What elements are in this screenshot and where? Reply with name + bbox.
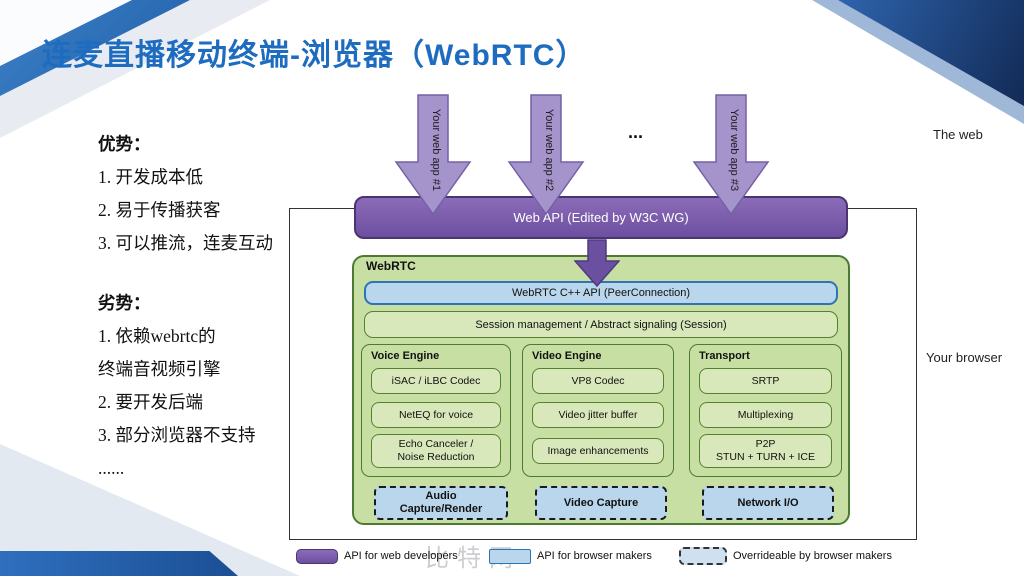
web-app-arrow-1: Your web app #1	[394, 94, 472, 216]
web-app-arrow-label: Your web app #3	[728, 109, 740, 191]
arrow-shape	[692, 94, 770, 216]
legend-label-overrideable: Overrideable by browser makers	[733, 550, 892, 562]
web-api-to-webrtc-arrow	[574, 239, 620, 287]
the-web-label: The web	[933, 127, 983, 142]
disadvantage-item: 3. 部分浏览器不支持	[98, 425, 256, 445]
audio-capture-render-box: Audio Capture/Render	[374, 486, 508, 520]
transport-item: SRTP	[699, 368, 832, 394]
arrow-shape	[507, 94, 585, 216]
legend-label-web-developers: API for web developers	[344, 550, 458, 562]
transport-column: Transport SRTP Multiplexing P2P STUN + T…	[689, 344, 842, 477]
disadvantages-heading: 劣势：	[98, 293, 151, 313]
slide-title: 连麦直播移动终端-浏览器（WebRTC）	[42, 39, 587, 72]
arrow-shape	[574, 239, 620, 287]
pros-cons-panel: 优势： 1. 开发成本低 2. 易于传播获客 3. 可以推流，连麦互动 劣势： …	[98, 128, 293, 485]
apps-ellipsis: ...	[628, 122, 644, 142]
voice-engine-title: Voice Engine	[371, 350, 440, 362]
corner-decoration-top-right-light	[812, 0, 1024, 124]
session-management-box: Session management / Abstract signaling …	[364, 311, 838, 338]
transport-item: Multiplexing	[699, 402, 832, 428]
legend-swatch-overrideable	[679, 547, 727, 565]
network-io-box: Network I/O	[702, 486, 834, 520]
advantage-item: 3. 可以推流，连麦互动	[98, 233, 273, 253]
web-app-arrow-label: Your web app #1	[430, 109, 442, 191]
voice-engine-column: Voice Engine iSAC / iLBC Codec NetEQ for…	[361, 344, 511, 477]
webrtc-title: WebRTC	[366, 259, 416, 273]
advantage-item: 2. 易于传播获客	[98, 200, 221, 220]
disadvantage-item: 1. 依赖webrtc的	[98, 326, 216, 346]
disadvantage-item: 终端音视频引擎	[98, 359, 221, 379]
disadvantage-item: 2. 要开发后端	[98, 392, 203, 412]
web-app-arrow-3: Your web app #3	[692, 94, 770, 216]
voice-engine-item: Echo Canceler / Noise Reduction	[371, 434, 501, 468]
video-engine-item: Image enhancements	[532, 438, 664, 464]
legend-swatch-web-developers	[296, 549, 338, 564]
legend-label-browser-makers: API for browser makers	[537, 550, 652, 562]
voice-engine-item: iSAC / iLBC Codec	[371, 368, 501, 394]
voice-engine-item: NetEQ for voice	[371, 402, 501, 428]
arrow-shape	[394, 94, 472, 216]
web-app-arrow-label: Your web app #2	[543, 109, 555, 191]
video-capture-box: Video Capture	[535, 486, 667, 520]
video-engine-column: Video Engine VP8 Codec Video jitter buff…	[522, 344, 674, 477]
transport-title: Transport	[699, 350, 750, 362]
corner-decoration-bottom-left-blue	[0, 551, 238, 576]
video-engine-item: Video jitter buffer	[532, 402, 664, 428]
video-engine-item: VP8 Codec	[532, 368, 664, 394]
corner-decoration-top-right-navy	[838, 0, 1024, 106]
web-app-arrow-2: Your web app #2	[507, 94, 585, 216]
video-engine-title: Video Engine	[532, 350, 602, 362]
disadvantage-item: ......	[98, 458, 125, 478]
advantages-heading: 优势：	[98, 134, 151, 154]
advantage-item: 1. 开发成本低	[98, 167, 203, 187]
legend-swatch-browser-makers	[489, 549, 531, 564]
transport-item: P2P STUN + TURN + ICE	[699, 434, 832, 468]
your-browser-label: Your browser	[926, 350, 1003, 365]
